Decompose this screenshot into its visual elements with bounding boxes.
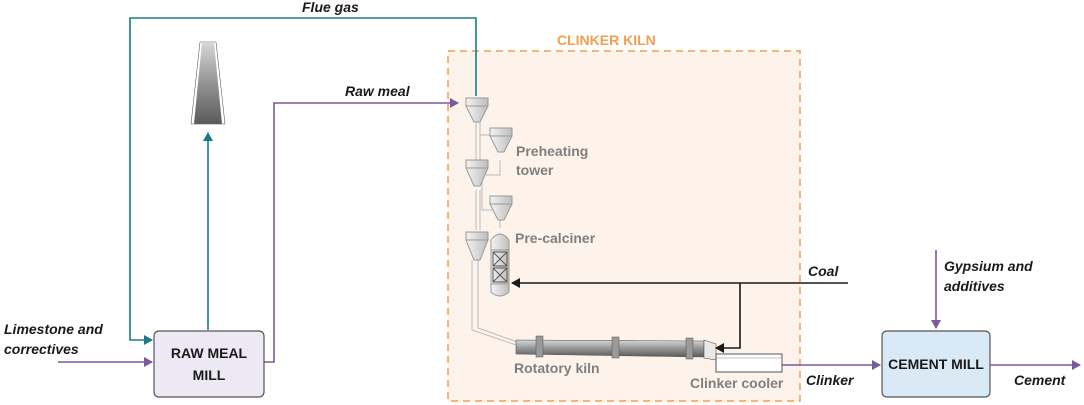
rotary-kiln-icon [515, 335, 717, 361]
cyclone-icon [465, 97, 489, 123]
flue-gas-line [129, 17, 477, 345]
coal-line-branch [715, 283, 741, 353]
clinker-cooler-label: Clinker cooler [690, 375, 784, 391]
calciner-vessel-icon [490, 233, 510, 297]
cement-mill-box: CEMENT MILL [881, 330, 991, 398]
rotatory-kiln-label: Rotatory kiln [514, 360, 600, 376]
preheating-tower-label-line1: Preheating [516, 143, 588, 159]
cyclone-icon [489, 127, 513, 153]
limestone-label-line2: correctives [4, 341, 79, 357]
gypsum-label-line1: Gypsium and [944, 258, 1033, 274]
preheating-tower [465, 97, 521, 346]
clinker-label: Clinker [806, 372, 855, 388]
raw-meal-label: Raw meal [345, 83, 411, 99]
clinker-kiln-title: CLINKER KILN [557, 32, 656, 48]
preheating-tower-label-line2: tower [516, 162, 554, 178]
clinker-cooler-icon [715, 353, 783, 373]
cyclone-icon [489, 195, 513, 221]
limestone-label-line1: Limestone and [4, 321, 103, 337]
raw-meal-mill-box: RAW MEAL MILL [153, 330, 265, 398]
flue-gas-label: Flue gas [302, 0, 359, 15]
gypsum-label-line2: additives [944, 278, 1005, 294]
raw-meal-mill-label-line1: RAW MEAL [171, 345, 248, 361]
cyclone-icon [465, 159, 489, 187]
raw-meal-line [264, 98, 459, 363]
coal-label: Coal [808, 263, 839, 279]
pre-calciner-label: Pre-calciner [515, 230, 596, 246]
cement-label: Cement [1014, 372, 1067, 388]
cement-mill-label: CEMENT MILL [888, 356, 984, 372]
raw-meal-mill-label-line2: MILL [193, 367, 226, 383]
cyclone-icon [465, 231, 489, 261]
chimney-stack-icon [190, 41, 226, 125]
